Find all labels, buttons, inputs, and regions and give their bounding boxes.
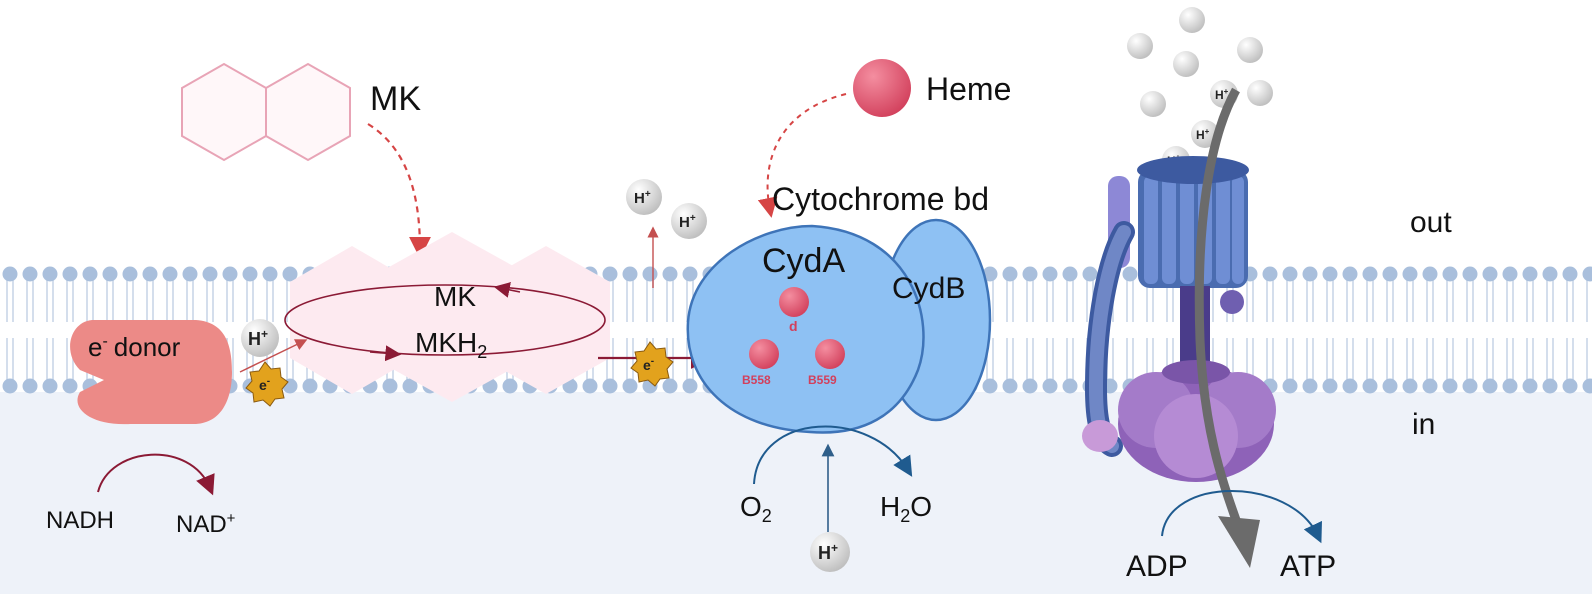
mk-cycle-head-top [493,282,521,298]
proton-label-in: H+ [818,541,838,563]
cydb-label: CydB [892,272,965,305]
mk-to-pool-arrow [367,123,431,259]
proton-sphere-in [810,532,850,572]
heme-sphere [853,59,911,117]
electron-gear-pool [630,341,674,387]
atp-label: ATP [1280,550,1336,583]
pool-mkh2-text: MKH [415,327,477,358]
heme-b559-label: B559 [808,373,837,387]
in-label: in [1412,408,1435,441]
proton-flow-arrowhead [1218,516,1260,568]
cyda-label: CydA [762,242,845,280]
heme-d [779,287,809,317]
proton-label-out-1: H+ [634,189,651,207]
nadh-label: NADH [46,507,114,534]
oxygen-reduction-arrow [753,425,913,485]
donor-label: e-donor [88,332,181,362]
heme-b558-label: B558 [742,373,771,387]
proton-label-atp-2: H+ [1196,127,1210,142]
electron-donor [70,320,232,425]
pool-mkh2-sub: 2 [477,342,487,362]
mk-label: MK [370,80,421,118]
donor-e-sup: - [102,333,107,350]
mk-cycle-head-bottom [369,345,402,362]
pool-mkh2-label: MKH2 [415,327,487,362]
proton-sphere-out-1 [626,179,662,215]
oxygen-label: O2 [740,491,772,526]
menaquinone-structure [181,62,351,162]
adp-atp-arrow [1161,490,1322,544]
donor-text: donor [114,332,181,362]
heme-b559 [815,339,845,369]
proton-sphere-donor [241,319,279,357]
proton-sphere-out-2 [671,203,707,239]
cyda-subunit [686,224,925,434]
proton-label-donor: H+ [248,327,268,349]
heme-to-cytochrome-arrow [757,93,847,218]
out-label: out [1410,206,1452,239]
nad-label: NAD+ [176,510,236,538]
mk-cycle-arrow [284,284,606,356]
atp-synthase [1082,156,1276,482]
electron-label-pool: e- [643,356,654,373]
heme-b558 [749,339,779,369]
proton-flow-arrow [1194,87,1241,522]
heme-label: Heme [926,71,1011,107]
proton-cloud [1127,7,1273,117]
donor-to-pool-arrow [239,339,308,373]
electron-gear-donor [245,361,289,407]
water-label: H2O [880,491,932,526]
proton-label-out-2: H+ [679,213,696,231]
electron-label-donor: e- [259,376,270,393]
mk-pool [290,232,610,402]
donor-e: e [88,332,102,362]
nadh-arrow [97,453,215,496]
cytochrome-label: Cytochrome bd [772,181,989,217]
pool-mk-label: MK [434,281,476,312]
heme-d-label: d [789,318,798,334]
adp-label: ADP [1126,550,1188,583]
proton-label-atp-1: H+ [1215,87,1229,102]
